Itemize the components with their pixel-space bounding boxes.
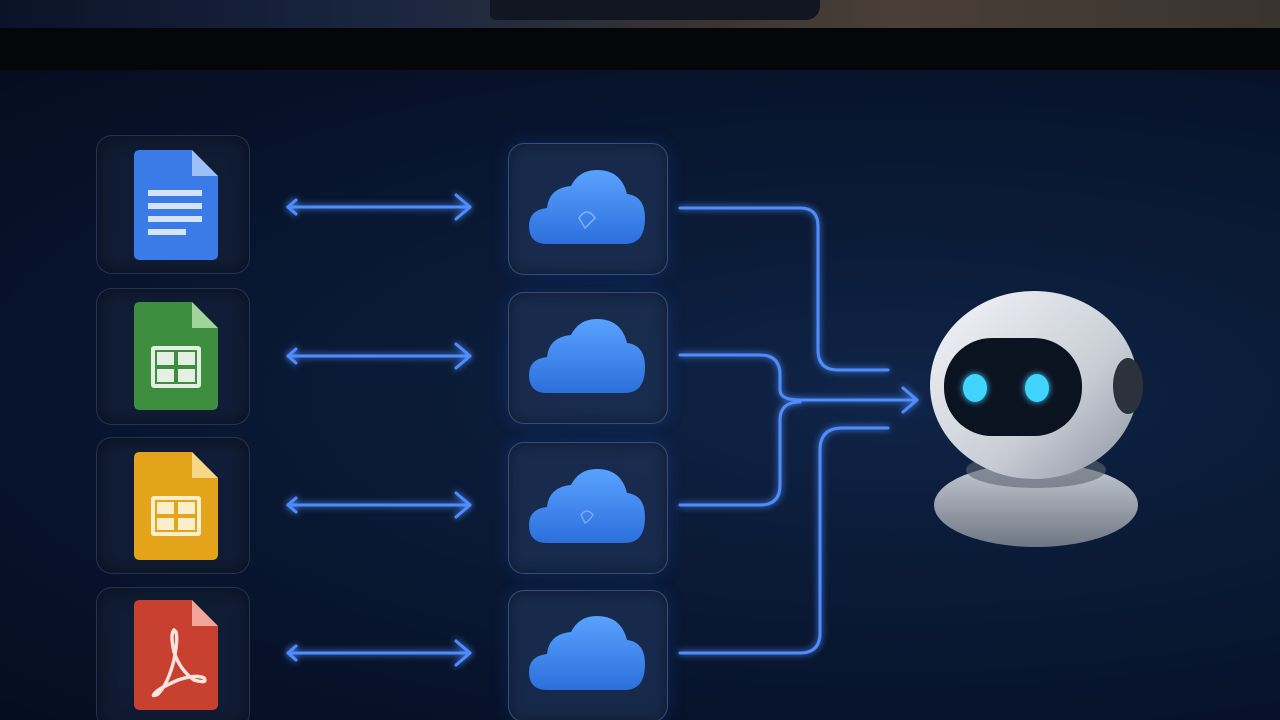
- document-icon: [134, 150, 218, 260]
- sync-arrow-4: [286, 639, 472, 667]
- sync-arrow-3: [286, 491, 472, 519]
- sync-arrow-2: [286, 342, 472, 370]
- device-edge: [490, 0, 820, 20]
- background-photo-strip: [0, 0, 1280, 28]
- cloud-icon: [529, 319, 645, 393]
- slides-icon: [134, 452, 218, 560]
- sync-arrow-1: [286, 193, 472, 221]
- robot-icon: [930, 291, 1143, 547]
- merge-wire-4: [678, 426, 890, 655]
- merge-wire-1: [678, 206, 890, 372]
- merge-wire-3: [678, 400, 802, 507]
- top-dark-band: [0, 28, 1280, 70]
- cloud-icon: [529, 616, 645, 690]
- cloud-icon: [529, 469, 645, 543]
- merge-wire-2: [678, 353, 917, 402]
- pdf-icon: [134, 600, 218, 710]
- spreadsheet-icon: [134, 302, 218, 410]
- cloud-icon: [529, 170, 645, 244]
- merge-arrowhead: [901, 386, 919, 414]
